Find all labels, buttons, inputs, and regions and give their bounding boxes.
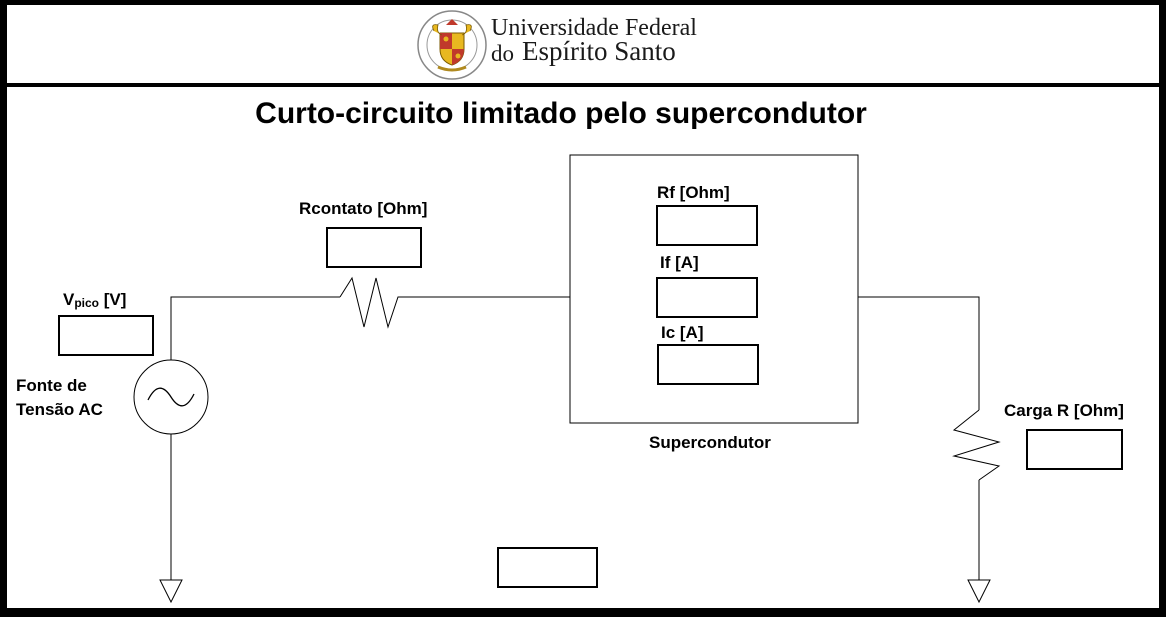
ground-right-icon <box>967 579 991 604</box>
load-label: Carga R [Ohm] <box>1004 401 1124 420</box>
wire-load-top <box>858 296 980 410</box>
diagram-panel <box>7 87 1159 608</box>
if-label: If [A] <box>660 253 699 272</box>
diagram-title: Curto-circuito limitado pelo supercondut… <box>255 97 867 130</box>
ground-left-icon <box>159 579 183 604</box>
carga-input[interactable] <box>1026 429 1123 470</box>
result-input[interactable] <box>497 547 598 588</box>
rcontato-resistor <box>339 276 408 329</box>
institution-name-prefix: do <box>491 41 514 66</box>
vpico-label: Vpico [V] <box>63 290 127 310</box>
ufes-seal-icon <box>417 10 487 80</box>
rcontato-input[interactable] <box>326 227 422 268</box>
ac-source-icon <box>133 359 209 435</box>
superconductor-box <box>569 154 859 424</box>
rf-label: Rf [Ohm] <box>657 183 730 202</box>
if-input[interactable] <box>656 277 758 318</box>
vpico-input[interactable] <box>58 315 154 356</box>
source-label-line2: Tensão AC <box>16 400 103 419</box>
load-resistor <box>952 409 1001 481</box>
ic-label: Ic [A] <box>661 323 704 342</box>
header-panel <box>7 5 1159 83</box>
ic-input[interactable] <box>657 344 759 385</box>
wire-source-top <box>170 296 340 360</box>
source-label-line1: Fonte de <box>16 376 87 395</box>
institution-name-line1: Universidade Federal <box>491 15 697 41</box>
superconductor-label: Supercondutor <box>649 433 771 452</box>
rcontato-label: Rcontato [Ohm] <box>299 199 428 218</box>
institution-name-line2: Espírito Santo <box>522 36 676 66</box>
rf-input[interactable] <box>656 205 758 246</box>
